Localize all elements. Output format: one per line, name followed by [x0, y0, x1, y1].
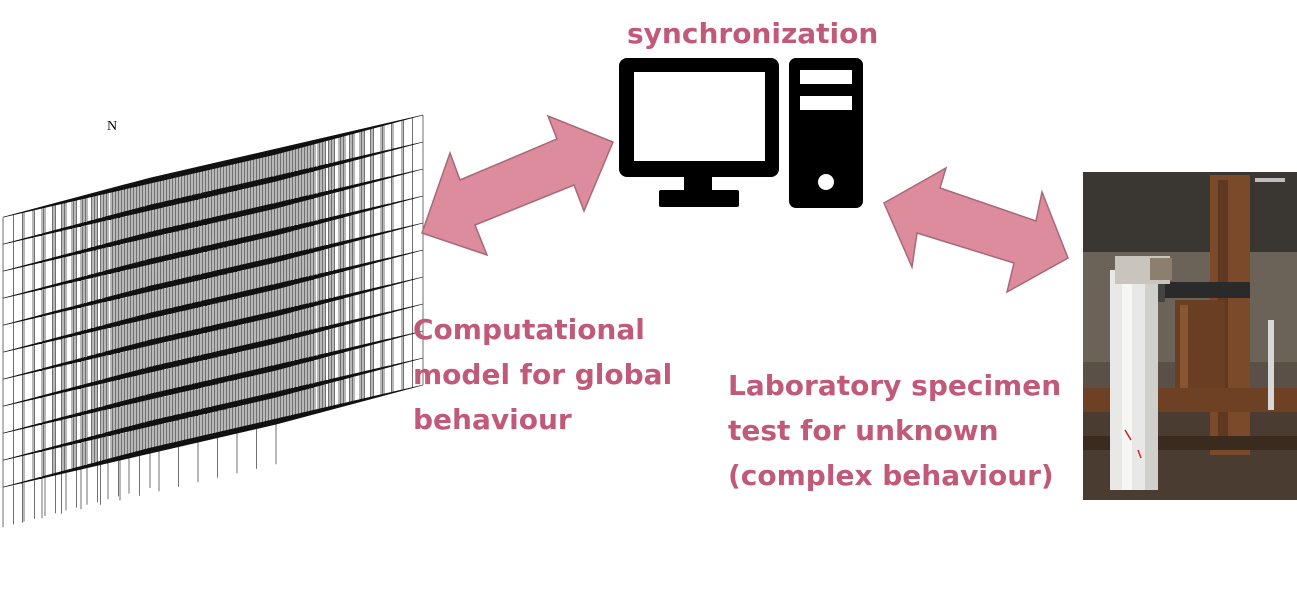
structural-model-wireframe — [2, 114, 424, 528]
computational-model-label-line: model for global — [413, 358, 673, 391]
laboratory-photo — [1083, 172, 1297, 500]
double-arrow-right-icon — [883, 166, 1069, 294]
laboratory-specimen-label-line: test for unknown — [728, 414, 999, 447]
laboratory-specimen-label: Laboratory specimen test for unknown (co… — [728, 363, 1061, 498]
double-arrow-left-icon — [421, 114, 614, 257]
laboratory-specimen-label-line: Laboratory specimen — [728, 369, 1062, 402]
computational-model-label: Computational model for global behaviour — [413, 307, 672, 442]
wireframe-members — [2, 114, 424, 528]
computational-model-label-line: Computational — [413, 313, 645, 346]
laboratory-specimen-label-line: (complex behaviour) — [728, 459, 1054, 492]
computer-icon — [619, 58, 863, 208]
north-label: N — [107, 119, 117, 134]
computational-model-label-line: behaviour — [413, 403, 572, 436]
synchronization-title: synchronization — [627, 17, 879, 50]
